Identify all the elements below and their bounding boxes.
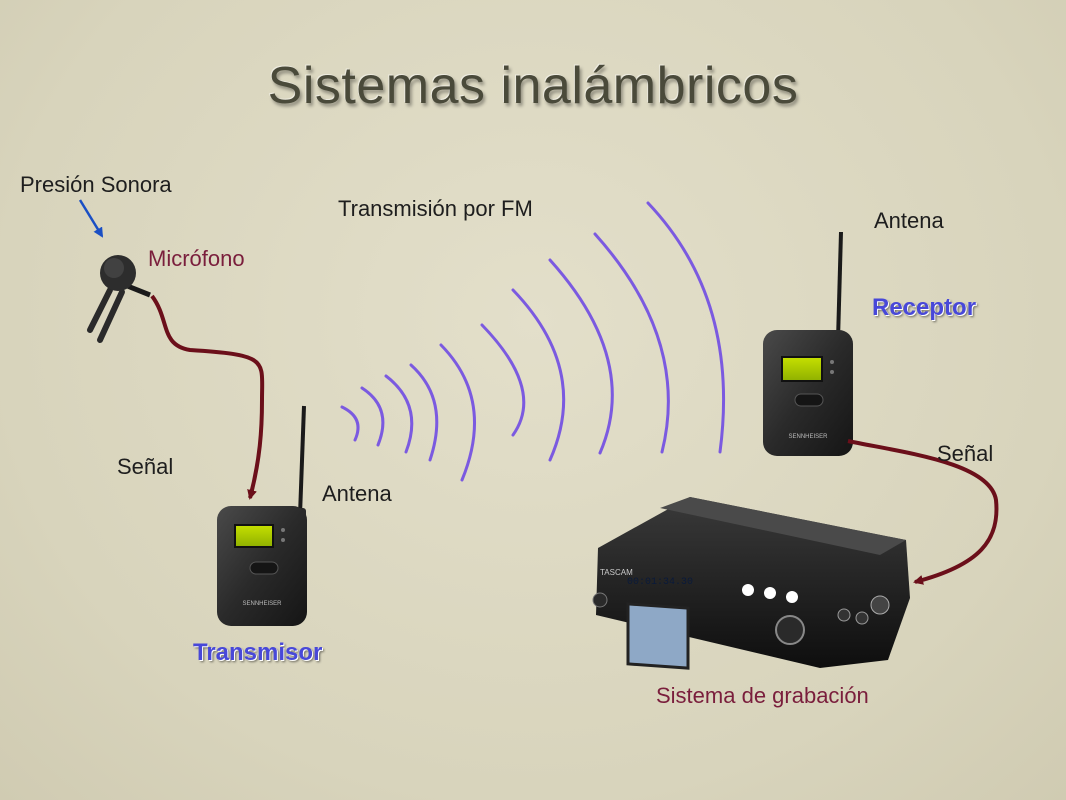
receiver-brand-text: SENNHEISER — [788, 434, 828, 440]
fm-waves — [340, 201, 726, 482]
label-signal-right: Señal — [937, 441, 994, 466]
label-antenna-receiver: Antena — [874, 208, 944, 233]
signal-cable-right — [847, 439, 999, 585]
transmitter-brand-text: SENNHEISER — [242, 601, 282, 607]
recorder-time-text: 00:01:34.30 — [627, 577, 693, 588]
label-recording-system: Sistema de grabación — [656, 683, 869, 708]
recorder-device: 00:01:34.30 TASCAM — [592, 497, 910, 670]
transmitter-device: SENNHEISER — [217, 405, 307, 626]
label-fm-transmission: Transmisión por FM — [338, 196, 533, 221]
label-signal-left: Señal — [117, 454, 174, 479]
pressure-arrow — [78, 199, 104, 238]
label-transmitter: Transmisor — [193, 639, 323, 666]
label-microphone: Micrófono — [148, 246, 245, 271]
signal-cable-left — [150, 294, 265, 500]
page-title: Sistemas inalámbricos — [267, 57, 799, 115]
label-receiver: Receptor — [872, 294, 977, 321]
recorder-brand-text: TASCAM — [600, 568, 633, 577]
label-antenna-transmitter: Antena — [322, 481, 392, 506]
microphone-icon — [87, 255, 151, 343]
label-sound-pressure: Presión Sonora — [20, 172, 172, 197]
receiver-device: SENNHEISER — [763, 231, 853, 456]
